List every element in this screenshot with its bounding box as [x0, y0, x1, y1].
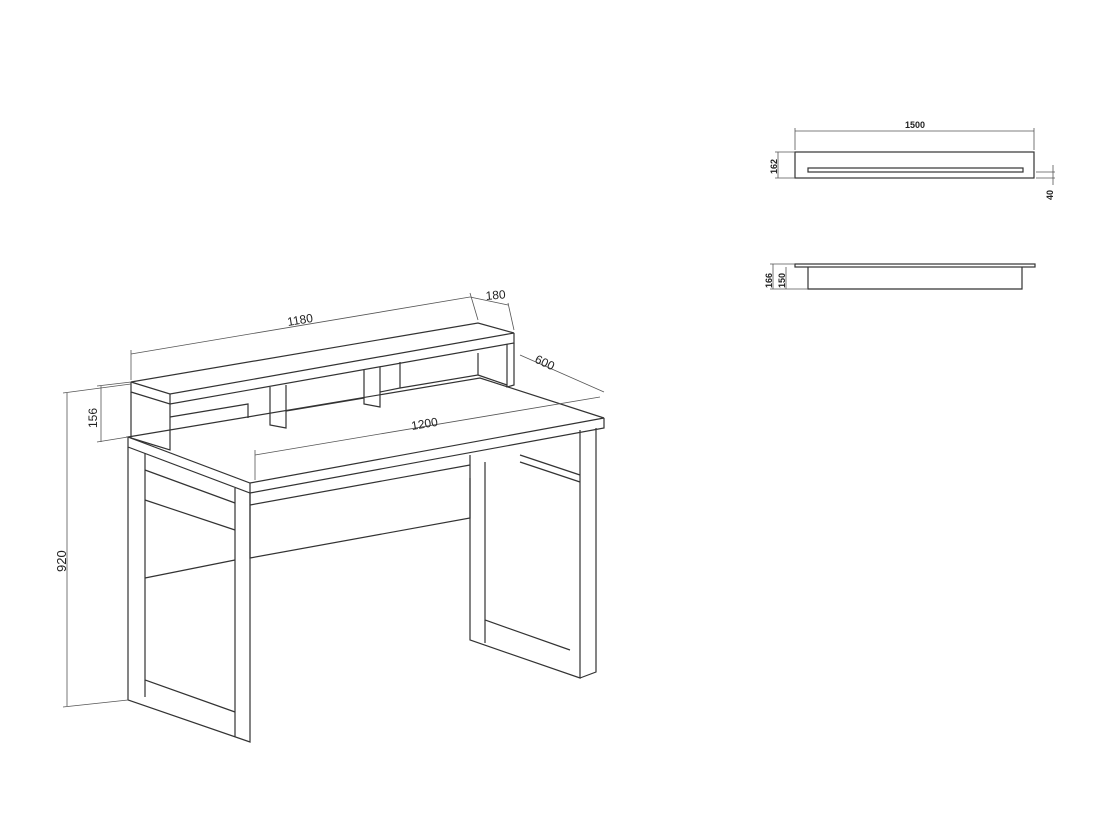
- side-view: 166 150: [764, 263, 1036, 290]
- dim-1500: 1500: [905, 120, 925, 130]
- desk-dimensions: 1180 180 600 1200 156 920: [54, 287, 605, 708]
- side-body: [807, 267, 1023, 290]
- top-panel: [794, 151, 1035, 179]
- dim-166: 166: [764, 273, 774, 288]
- hutch-top: [130, 322, 515, 395]
- dim-1200: 1200: [410, 415, 439, 433]
- desk-top-edge: [127, 418, 605, 494]
- desk-drawing: [125, 322, 605, 743]
- side-top: [794, 263, 1036, 268]
- left-leg: [127, 447, 251, 743]
- dim-150: 150: [777, 273, 787, 288]
- cable-slot: [807, 167, 1024, 173]
- top-view: 1500 162 40: [769, 120, 1055, 200]
- dim-180: 180: [485, 287, 506, 303]
- dim-1180: 1180: [286, 311, 314, 329]
- dim-156: 156: [86, 408, 100, 428]
- dim-920: 920: [54, 550, 69, 572]
- desk-top: [125, 377, 605, 484]
- dim-40: 40: [1045, 190, 1055, 200]
- dim-162: 162: [769, 159, 779, 174]
